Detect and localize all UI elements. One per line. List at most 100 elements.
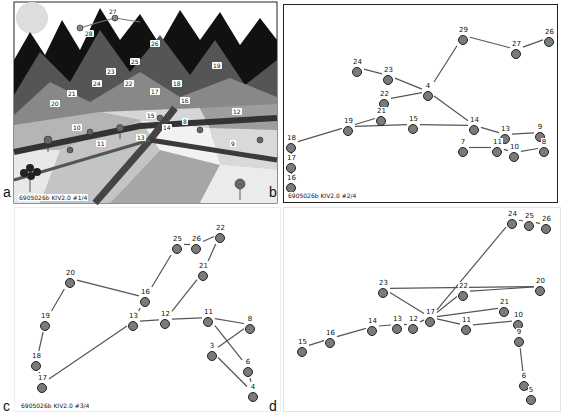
waypoint-number: 24 <box>352 58 363 66</box>
waypoint-marker <box>511 49 521 59</box>
waypoint-marker <box>140 297 150 307</box>
waypoint-node: 18 <box>31 352 42 371</box>
route-line <box>404 324 407 325</box>
waypoint-marker <box>408 324 418 334</box>
callout-number: 12 <box>232 108 242 115</box>
waypoint-marker <box>492 147 502 157</box>
panel-letter: a <box>3 184 11 200</box>
route-line <box>470 37 510 48</box>
route-line <box>437 227 506 310</box>
callout-number: 22 <box>124 80 134 87</box>
waypoint-marker <box>376 116 386 126</box>
route-line <box>215 319 244 324</box>
waypoint-number: 24 <box>507 210 518 218</box>
waypoint-marker <box>243 367 253 377</box>
waypoint-number: 23 <box>383 66 394 74</box>
route-line <box>395 78 422 89</box>
waypoint-marker <box>248 392 258 402</box>
callout-number: 13 <box>136 134 146 141</box>
waypoint-node: 22 <box>458 282 469 301</box>
waypoint-number: 15 <box>297 338 308 346</box>
waypoint-marker <box>31 361 41 371</box>
route-line <box>49 326 127 379</box>
waypoint-marker <box>286 143 296 153</box>
waypoint-number: 21 <box>198 262 209 270</box>
waypoint-node: 7 <box>458 138 468 157</box>
route-line <box>39 372 40 373</box>
waypoint-number: 6 <box>245 358 251 366</box>
waypoint-marker <box>524 221 534 231</box>
route-line <box>218 329 244 347</box>
waypoint-number: 20 <box>535 277 546 285</box>
waypoint-marker <box>509 152 519 162</box>
waypoint-number: 21 <box>499 298 510 306</box>
waypoint-node: 26 <box>541 215 552 234</box>
waypoint-node: 15 <box>408 115 419 134</box>
waypoint-marker <box>325 338 335 348</box>
waypoint-number: 23 <box>378 279 389 287</box>
callout-number: 11 <box>96 140 106 147</box>
route-line <box>473 321 512 325</box>
waypoint-number: 11 <box>492 138 503 146</box>
waypoint-node: 11 <box>492 138 503 157</box>
route-line <box>152 255 171 287</box>
callout-number: 14 <box>162 124 172 131</box>
waypoint-number: 25 <box>524 212 535 220</box>
waypoint-number: 13 <box>500 125 511 133</box>
waypoint-number: 26 <box>541 215 552 223</box>
waypoint-number: 6 <box>521 372 527 380</box>
waypoint-marker <box>408 124 418 134</box>
waypoint-number: 12 <box>408 315 419 323</box>
route-line <box>512 133 534 134</box>
waypoint-marker <box>378 288 388 298</box>
waypoint-node: 4 <box>248 383 258 402</box>
route-line <box>77 280 139 296</box>
waypoint-node: 23 <box>383 66 394 85</box>
route-line <box>337 328 366 336</box>
waypoint-marker <box>128 321 138 331</box>
route-line <box>434 96 468 121</box>
waypoint-marker <box>507 219 517 229</box>
route-line <box>469 147 491 148</box>
callout-number: 9 <box>230 140 236 147</box>
waypoint-number: 27 <box>511 40 522 48</box>
waypoint-node: 5 <box>526 386 536 405</box>
waypoint-node: 29 <box>458 26 469 45</box>
status-text: 6905026b KIV2.0 #2/4 <box>287 192 357 199</box>
waypoint-marker <box>172 244 182 254</box>
route-line <box>470 287 534 291</box>
waypoint-marker <box>541 224 551 234</box>
route-line <box>391 93 422 99</box>
flower-cluster <box>20 164 41 180</box>
waypoint-marker <box>286 163 296 173</box>
waypoint-node: 17 <box>286 154 297 173</box>
route-line <box>420 320 424 322</box>
callout-number: 17 <box>150 88 160 95</box>
waypoint-number: 11 <box>461 316 472 324</box>
waypoint-number: 19 <box>343 117 354 125</box>
waypoint-marker <box>297 347 307 357</box>
route-line <box>437 319 460 324</box>
waypoint-number: 18 <box>286 134 297 142</box>
route-line <box>536 222 540 224</box>
waypoint-marker <box>383 75 393 85</box>
route-line <box>139 308 141 311</box>
waypoint-number: 15 <box>408 115 419 123</box>
panel-frame <box>15 208 281 412</box>
waypoint-node: 27 <box>511 40 522 59</box>
waypoint-node: 22 <box>215 224 226 243</box>
callout-number: 24 <box>92 80 102 87</box>
route-line <box>215 326 242 360</box>
waypoint-number: 13 <box>392 315 403 323</box>
waypoint-node: 24 <box>507 210 518 229</box>
waypoint-number: 8 <box>247 315 253 323</box>
waypoint-marker <box>215 233 225 243</box>
waypoint-number: 21 <box>376 107 387 115</box>
waypoint-number: 26 <box>544 28 555 36</box>
waypoint-node: 13 <box>392 315 403 334</box>
waypoint-number: 3 <box>209 342 215 350</box>
waypoint-marker <box>458 147 468 157</box>
route-line <box>520 348 523 371</box>
waypoint-node: 24 <box>352 58 363 77</box>
